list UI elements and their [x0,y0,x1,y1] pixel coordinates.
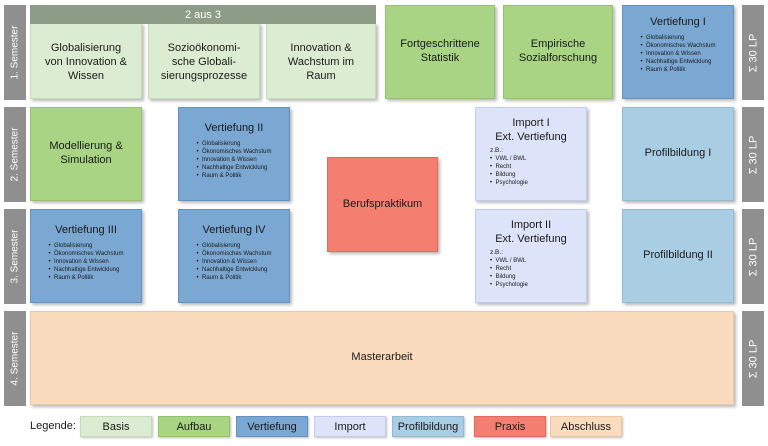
legend-import: Import [314,416,386,437]
list-item: Nachhaltige Entwicklung [197,164,272,172]
legend-abschluss: Abschluss [550,416,622,437]
list-item: VWL / BWL [490,257,528,265]
module-vertiefung-2: Vertiefung II Globalisierung Ökonomische… [178,107,290,201]
banner-2-aus-3: 2 aus 3 [30,5,376,24]
list-item: Raum & Politik [197,274,272,282]
module-soziooekonomische: Sozioökonomi-sche Globali-sierungsprozes… [148,23,260,99]
list-item: Nachhaltige Entwicklung [49,266,124,274]
credit-points-sem3: Σ 30 LP [742,209,764,304]
list-item: Raum & Politik [641,66,716,74]
vertiefung-2-list: Globalisierung Ökonomisches Wachstum Inn… [197,140,272,180]
module-import-1: Import I Ext. Vertiefung z.B.: VWL / BWL… [475,107,587,201]
vertiefung-1-list: Globalisierung Ökonomisches Wachstum Inn… [641,34,716,74]
semester-label-4: 4. Semester [4,311,26,406]
list-item: Recht [490,265,528,273]
vertiefung-4-list: Globalisierung Ökonomisches Wachstum Inn… [197,242,272,282]
module-vertiefung-3: Vertiefung III Globalisierung Ökonomisch… [30,209,142,303]
module-statistik-label: Fortgeschrittene Statistik [400,38,480,64]
list-item: Globalisierung [49,242,124,250]
module-globalisierung-label: Globalisierung von Innovation & Wissen [45,42,127,82]
vertiefung-2-title: Vertiefung II [204,122,264,134]
module-modellierung: Modellierung & Simulation [30,107,142,201]
import-2-list: VWL / BWL Recht Bildung Psychologie [490,257,528,289]
module-sozialforschung-label: Empirische Sozialforschung [518,38,598,64]
import-1-zb: z.B.: [490,147,504,154]
module-import-2: Import II Ext. Vertiefung z.B.: VWL / BW… [475,209,587,303]
module-berufspraktikum-label: Berufspraktikum [342,197,423,210]
legend-praxis: Praxis [474,416,546,437]
import-1-title: Import I [512,117,550,129]
module-innovation-label: Innovation & Wachstum im Raum [287,42,355,82]
list-item: Ökonomisches Wachstum [641,42,715,50]
semester-label-1: 1. Semester [4,5,26,100]
list-item: Psychologie [490,281,527,289]
list-item: Ökonomisches Wachstum [197,148,271,156]
module-masterarbeit: Masterarbeit [30,311,734,405]
legend-label: Legende: [30,420,76,432]
module-sozialforschung: Empirische Sozialforschung [503,5,613,99]
vertiefung-4-title: Vertiefung IV [202,224,266,236]
list-item: Ökonomisches Wachstum [197,250,271,258]
list-item: Globalisierung [641,34,716,42]
module-profilbildung-1-label: Profilbildung I [644,147,712,160]
import-2-subtitle: Ext. Vertiefung [495,233,567,245]
module-berufspraktikum: Berufspraktikum [327,157,438,252]
list-item: Bildung [490,171,528,179]
module-vertiefung-1: Vertiefung I Globalisierung Ökonomisches… [622,5,734,99]
credit-points-sem2: Σ 30 LP [742,107,764,202]
import-2-title: Import II [510,219,552,231]
credit-points-sem4: Σ 30 LP [742,311,764,406]
list-item: Ökonomisches Wachstum [49,250,123,258]
list-item: Raum & Politik [49,274,124,282]
legend-basis: Basis [80,416,152,437]
import-2-zb: z.B.: [490,249,504,256]
list-item: Bildung [490,273,528,281]
module-globalisierung: Globalisierung von Innovation & Wissen [30,23,142,99]
list-item: Innovation & Wissen [197,156,272,164]
module-modellierung-label: Modellierung & Simulation [49,140,123,166]
module-statistik: Fortgeschrittene Statistik [385,5,495,99]
list-item: Globalisierung [197,140,272,148]
module-soziooekonomische-label: Sozioökonomi-sche Globali-sierungsprozes… [160,42,248,82]
list-item: VWL / BWL [490,155,528,163]
legend-aufbau: Aufbau [158,416,230,437]
list-item: Nachhaltige Entwicklung [641,58,716,66]
list-item: Innovation & Wissen [49,258,124,266]
legend-vertiefung: Vertiefung [236,416,308,437]
semester-label-2: 2. Semester [4,107,26,202]
module-profilbildung-2: Profilbildung II [622,209,734,303]
list-item: Recht [490,163,528,171]
module-profilbildung-1: Profilbildung I [622,107,734,201]
module-vertiefung-4: Vertiefung IV Globalisierung Ökonomische… [178,209,290,303]
list-item: Nachhaltige Entwicklung [197,266,272,274]
import-1-list: VWL / BWL Recht Bildung Psychologie [490,155,528,187]
list-item: Innovation & Wissen [197,258,272,266]
module-innovation: Innovation & Wachstum im Raum [266,23,376,99]
list-item: Psychologie [490,179,527,187]
list-item: Raum & Politik [197,172,272,180]
module-profilbildung-2-label: Profilbildung II [643,249,713,262]
semester-label-3: 3. Semester [4,209,26,304]
vertiefung-3-list: Globalisierung Ökonomisches Wachstum Inn… [49,242,124,282]
credit-points-sem1: Σ 30 LP [742,5,764,100]
vertiefung-3-title: Vertiefung III [55,224,117,236]
import-1-subtitle: Ext. Vertiefung [495,131,567,143]
module-masterarbeit-label: Masterarbeit [351,351,413,364]
vertiefung-1-title: Vertiefung I [650,16,706,28]
list-item: Globalisierung [197,242,272,250]
list-item: Innovation & Wissen [641,50,716,58]
legend-profilbildung: Profilbildung [392,416,464,437]
